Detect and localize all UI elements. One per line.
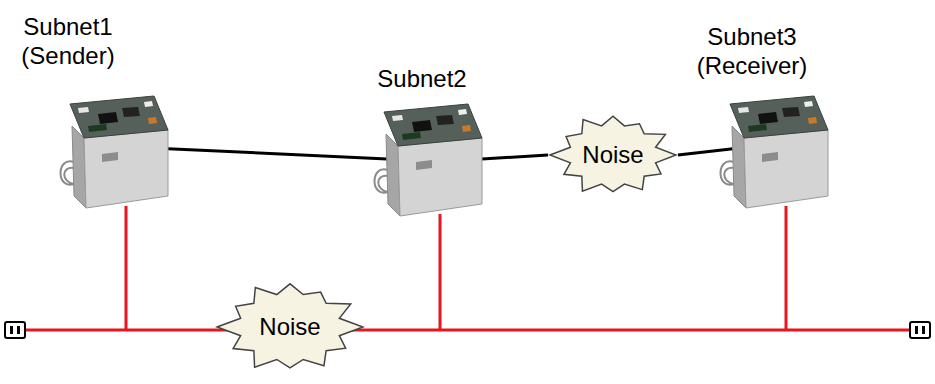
- device-part: [782, 107, 800, 117]
- device-cable: [375, 169, 389, 192]
- device-part: [392, 115, 403, 121]
- device-part: [458, 109, 467, 115]
- device-cable: [721, 161, 735, 184]
- device-picture: [58, 92, 170, 210]
- starburst-outline: [217, 284, 363, 368]
- device-part: [84, 130, 168, 208]
- power-drop: [439, 214, 442, 330]
- device-picture: [372, 100, 484, 218]
- noise-burst: Noise: [548, 110, 678, 200]
- outlet-symbol: [5, 322, 25, 338]
- subnet-label: Subnet2: [357, 64, 487, 93]
- device-part: [88, 124, 107, 132]
- device-part: [98, 112, 118, 124]
- subnet-device: Subnet3 (Receiver): [718, 92, 830, 210]
- device-part: [762, 152, 778, 162]
- power-drop: [785, 206, 788, 330]
- device-part: [748, 124, 767, 132]
- subnet-label: Subnet3 (Receiver): [687, 22, 817, 80]
- device-part: [122, 107, 140, 117]
- device-part: [416, 160, 432, 170]
- noise-label: Noise: [259, 313, 320, 341]
- device-part: [144, 101, 153, 107]
- device-cable: [61, 161, 75, 184]
- network-cable: [168, 149, 387, 159]
- device-part: [462, 125, 471, 132]
- subnet-label: Subnet1 (Sender): [13, 12, 123, 70]
- device-part: [808, 117, 817, 124]
- device-part: [730, 96, 828, 138]
- device-part: [402, 132, 421, 140]
- device-part: [78, 107, 89, 113]
- device-part: [436, 115, 454, 125]
- device-part: [744, 130, 828, 208]
- subnet-device: Subnet1 (Sender): [58, 92, 170, 210]
- network-cable: [482, 155, 548, 159]
- device-part: [398, 138, 482, 216]
- device-picture: [718, 92, 830, 210]
- network-cable: [678, 149, 733, 155]
- device-part: [384, 104, 482, 146]
- power-line: [24, 329, 911, 332]
- device-part: [758, 112, 778, 124]
- device-part: [70, 96, 168, 138]
- device-part: [738, 107, 749, 113]
- starburst-outline: [550, 116, 676, 191]
- outlet-symbol: [910, 322, 930, 338]
- device-part: [412, 120, 432, 132]
- noise-label: Noise: [582, 141, 643, 169]
- device-part: [148, 117, 157, 124]
- device-part: [804, 101, 813, 107]
- device-part: [102, 152, 118, 162]
- subnet-device: Subnet2: [372, 100, 484, 218]
- power-drop: [125, 206, 128, 330]
- noise-burst: Noise: [215, 277, 365, 377]
